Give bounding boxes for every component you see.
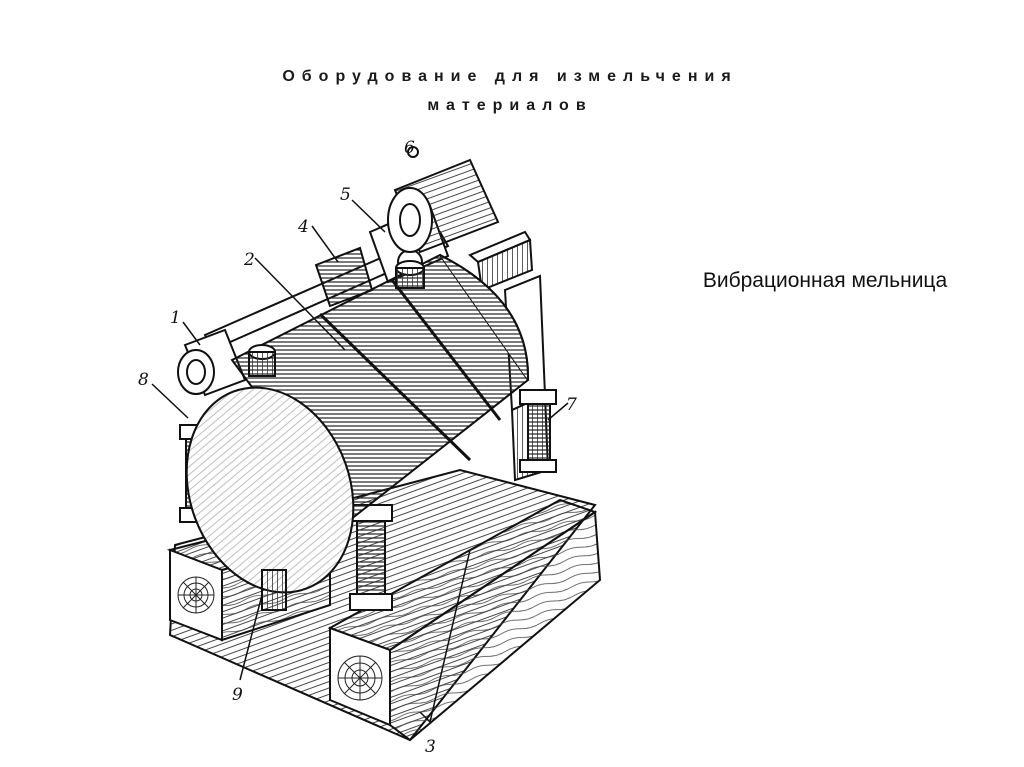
callout-7: 7 <box>566 395 577 415</box>
figure-caption: Вибрационная мельница <box>702 269 948 292</box>
slide-title-line-2: материалов <box>427 97 593 114</box>
callout-4: 4 <box>297 217 309 237</box>
callout-2: 2 <box>243 250 255 270</box>
drum-support-leg <box>261 569 287 611</box>
leader-lines <box>151 199 569 723</box>
slide-title: Оборудование для измельчения материалов <box>150 62 870 120</box>
beam-end-grain <box>177 576 383 701</box>
callout-3: 3 <box>425 737 436 757</box>
mill-drum <box>185 253 530 594</box>
slide-title-line-1: Оборудование для измельчения <box>282 68 738 85</box>
callout-6: 6 <box>404 138 415 158</box>
callout-1: 1 <box>170 308 181 328</box>
callout-8: 8 <box>138 370 149 390</box>
callout-5: 5 <box>340 185 351 205</box>
callout-9: 9 <box>232 685 243 705</box>
